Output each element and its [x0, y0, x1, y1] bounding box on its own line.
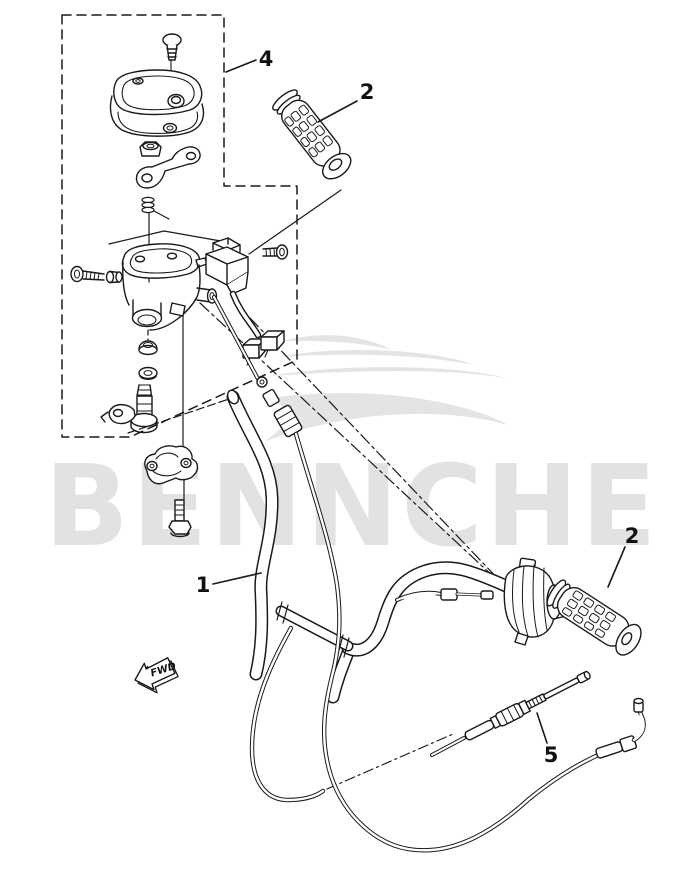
dome-nut: [138, 340, 158, 356]
handlebar-grip-right: [546, 579, 642, 656]
callout-label-4: 4: [259, 47, 274, 71]
spacer-bushing: [105, 270, 123, 284]
cable-tip-right-housing: [395, 588, 494, 602]
throttle-housing-cover: [109, 69, 205, 137]
watermark-text: BENNCHE: [45, 442, 660, 572]
throttle-cable-run: [293, 431, 610, 853]
hex-nut: [139, 141, 162, 157]
throttle-housing: [121, 243, 218, 331]
brand-watermark: BENNCHE: [45, 335, 660, 572]
callout-upper-assembly: 4: [225, 47, 274, 73]
callout-label-1: 1: [196, 573, 211, 597]
callout-label-2-lower: 2: [625, 524, 640, 548]
handlebar-switch: [205, 237, 262, 339]
throttle-cable-adjuster: [430, 670, 591, 757]
cable-loop-left: [249, 625, 326, 803]
callout-grip-lower: 2: [607, 524, 640, 588]
collar-washer: [138, 366, 158, 380]
swoosh-icon: [264, 335, 508, 442]
callout-throttle-cable: 5: [536, 712, 559, 767]
cable-end-right: [595, 697, 646, 759]
cover-screw: [162, 33, 182, 81]
spring: [141, 196, 170, 220]
callout-grip-upper: 2: [317, 80, 375, 123]
housing-screw-right: [262, 244, 289, 260]
callout-handlebar: 1: [196, 572, 262, 597]
throttle-lever-bolt: [100, 384, 158, 434]
handlebar-clamp: [144, 445, 199, 485]
reference-lines: [108, 189, 521, 790]
cable-upper-adjuster: [212, 295, 303, 438]
handlebar-grip-upper: [272, 89, 352, 180]
clamp-bolt: [168, 499, 192, 538]
lever-bracket: [135, 146, 201, 189]
housing-screw-left: [70, 265, 105, 283]
callout-label-2-upper: 2: [360, 80, 375, 104]
fwd-arrow-icon: FWD: [134, 657, 179, 694]
callout-label-5: 5: [544, 743, 559, 767]
